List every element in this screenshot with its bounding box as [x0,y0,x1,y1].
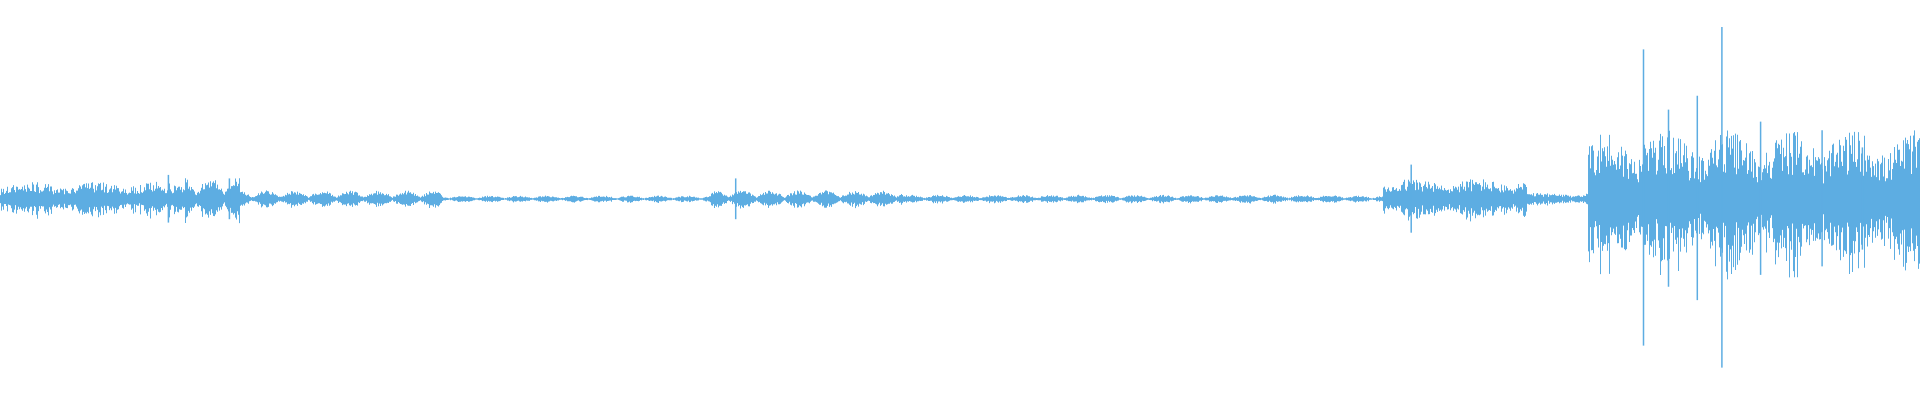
waveform-samples [0,27,1920,368]
waveform-body [0,130,1920,280]
